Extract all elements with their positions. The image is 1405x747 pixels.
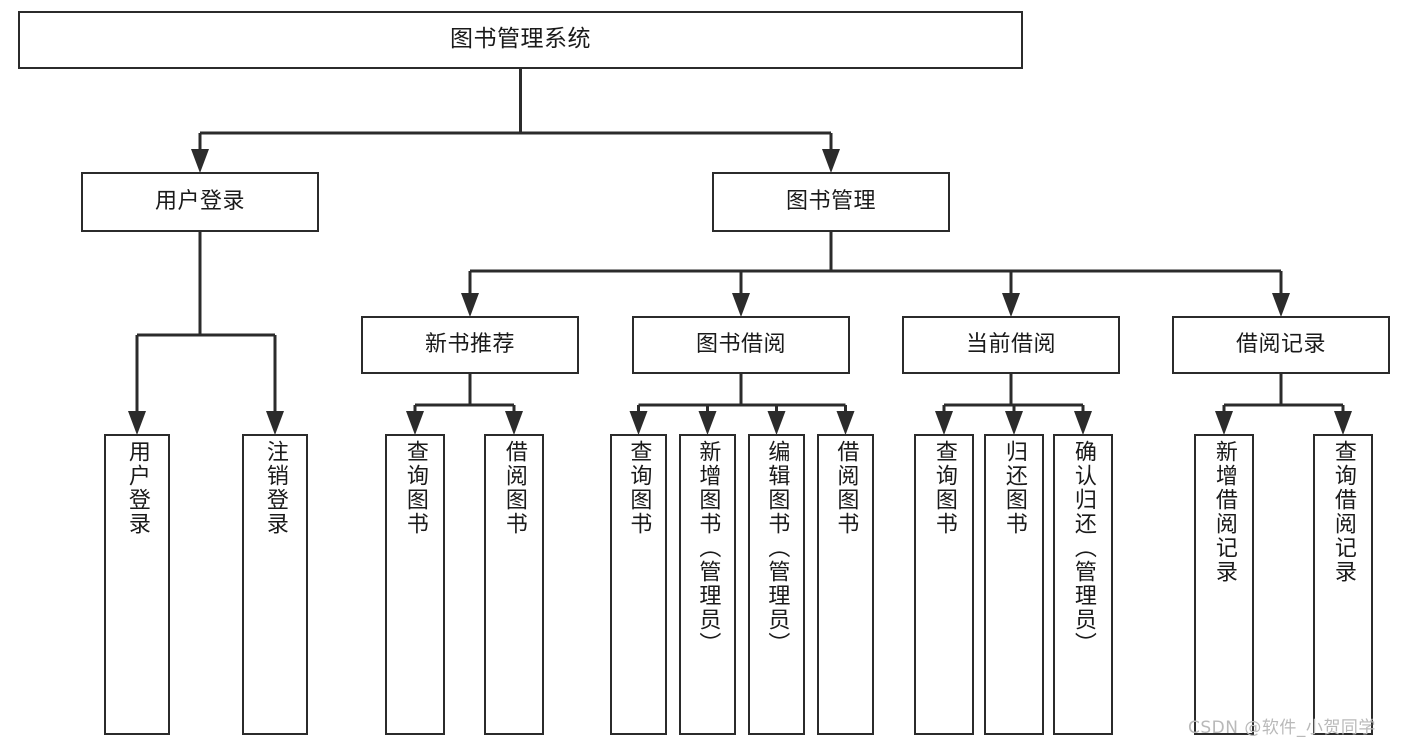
arrowhead bbox=[732, 293, 750, 317]
node-label: 新增借阅记录 bbox=[1211, 440, 1237, 584]
arrowhead bbox=[822, 149, 840, 173]
node-leaf-borrow-2[interactable]: 借阅图书 bbox=[817, 434, 874, 735]
arrowhead bbox=[266, 411, 284, 435]
node-label: 用户登录 bbox=[124, 440, 150, 536]
arrowhead bbox=[698, 411, 717, 435]
node-label: 查询图书 bbox=[402, 440, 428, 536]
node-book-manage[interactable]: 图书管理 bbox=[712, 172, 950, 232]
node-label: 新增图书（管理员） bbox=[695, 440, 721, 656]
arrowhead bbox=[836, 411, 855, 435]
node-label: 注销登录 bbox=[262, 440, 288, 536]
node-leaf-logout[interactable]: 注销登录 bbox=[242, 434, 308, 735]
node-label: 新书推荐 bbox=[424, 332, 515, 358]
node-label: 借阅记录 bbox=[1235, 332, 1326, 358]
node-label: 查询图书 bbox=[626, 440, 652, 536]
node-label: 图书管理系统 bbox=[450, 26, 591, 53]
arrowhead bbox=[629, 411, 648, 435]
arrowhead bbox=[461, 293, 479, 317]
arrowhead bbox=[1005, 411, 1023, 435]
node-leaf-return[interactable]: 归还图书 bbox=[984, 434, 1044, 735]
node-leaf-confirm[interactable]: 确认归还（管理员） bbox=[1053, 434, 1113, 735]
node-label: 查询图书 bbox=[931, 440, 957, 536]
node-label: 确认归还（管理员） bbox=[1070, 440, 1096, 656]
node-user-login[interactable]: 用户登录 bbox=[81, 172, 319, 232]
arrowhead bbox=[1002, 293, 1020, 317]
node-leaf-borrow-1[interactable]: 借阅图书 bbox=[484, 434, 544, 735]
node-label: 借阅图书 bbox=[501, 440, 527, 536]
node-label: 归还图书 bbox=[1001, 440, 1027, 536]
watermark-text: CSDN @软件_小贺同学 bbox=[1188, 718, 1376, 738]
node-label: 用户登录 bbox=[154, 189, 245, 215]
node-leaf-query-1[interactable]: 查询图书 bbox=[385, 434, 445, 735]
arrowhead bbox=[1272, 293, 1290, 317]
node-leaf-query-3[interactable]: 查询图书 bbox=[914, 434, 974, 735]
node-leaf-add-book[interactable]: 新增图书（管理员） bbox=[679, 434, 736, 735]
node-book-borrow[interactable]: 图书借阅 bbox=[632, 316, 850, 374]
arrowhead bbox=[1334, 411, 1352, 435]
arrowhead bbox=[191, 149, 209, 173]
node-label: 当前借阅 bbox=[965, 332, 1056, 358]
arrowhead bbox=[505, 411, 523, 435]
node-leaf-user-login[interactable]: 用户登录 bbox=[104, 434, 170, 735]
node-label: 图书借阅 bbox=[695, 332, 786, 358]
arrowhead bbox=[406, 411, 424, 435]
node-leaf-add-record[interactable]: 新增借阅记录 bbox=[1194, 434, 1254, 735]
node-leaf-edit-book[interactable]: 编辑图书（管理员） bbox=[748, 434, 805, 735]
arrowhead bbox=[1215, 411, 1233, 435]
node-root[interactable]: 图书管理系统 bbox=[18, 11, 1023, 69]
node-label: 编辑图书（管理员） bbox=[764, 440, 790, 656]
node-label: 查询借阅记录 bbox=[1330, 440, 1356, 584]
node-leaf-qry-record[interactable]: 查询借阅记录 bbox=[1313, 434, 1373, 735]
node-current-borrow[interactable]: 当前借阅 bbox=[902, 316, 1120, 374]
node-borrow-record[interactable]: 借阅记录 bbox=[1172, 316, 1390, 374]
node-label: 借阅图书 bbox=[833, 440, 859, 536]
node-label: 图书管理 bbox=[785, 189, 876, 215]
node-new-book-rec[interactable]: 新书推荐 bbox=[361, 316, 579, 374]
arrowhead bbox=[128, 411, 146, 435]
arrowhead bbox=[767, 411, 786, 435]
arrowhead bbox=[935, 411, 953, 435]
node-leaf-query-2[interactable]: 查询图书 bbox=[610, 434, 667, 735]
arrowhead bbox=[1074, 411, 1092, 435]
